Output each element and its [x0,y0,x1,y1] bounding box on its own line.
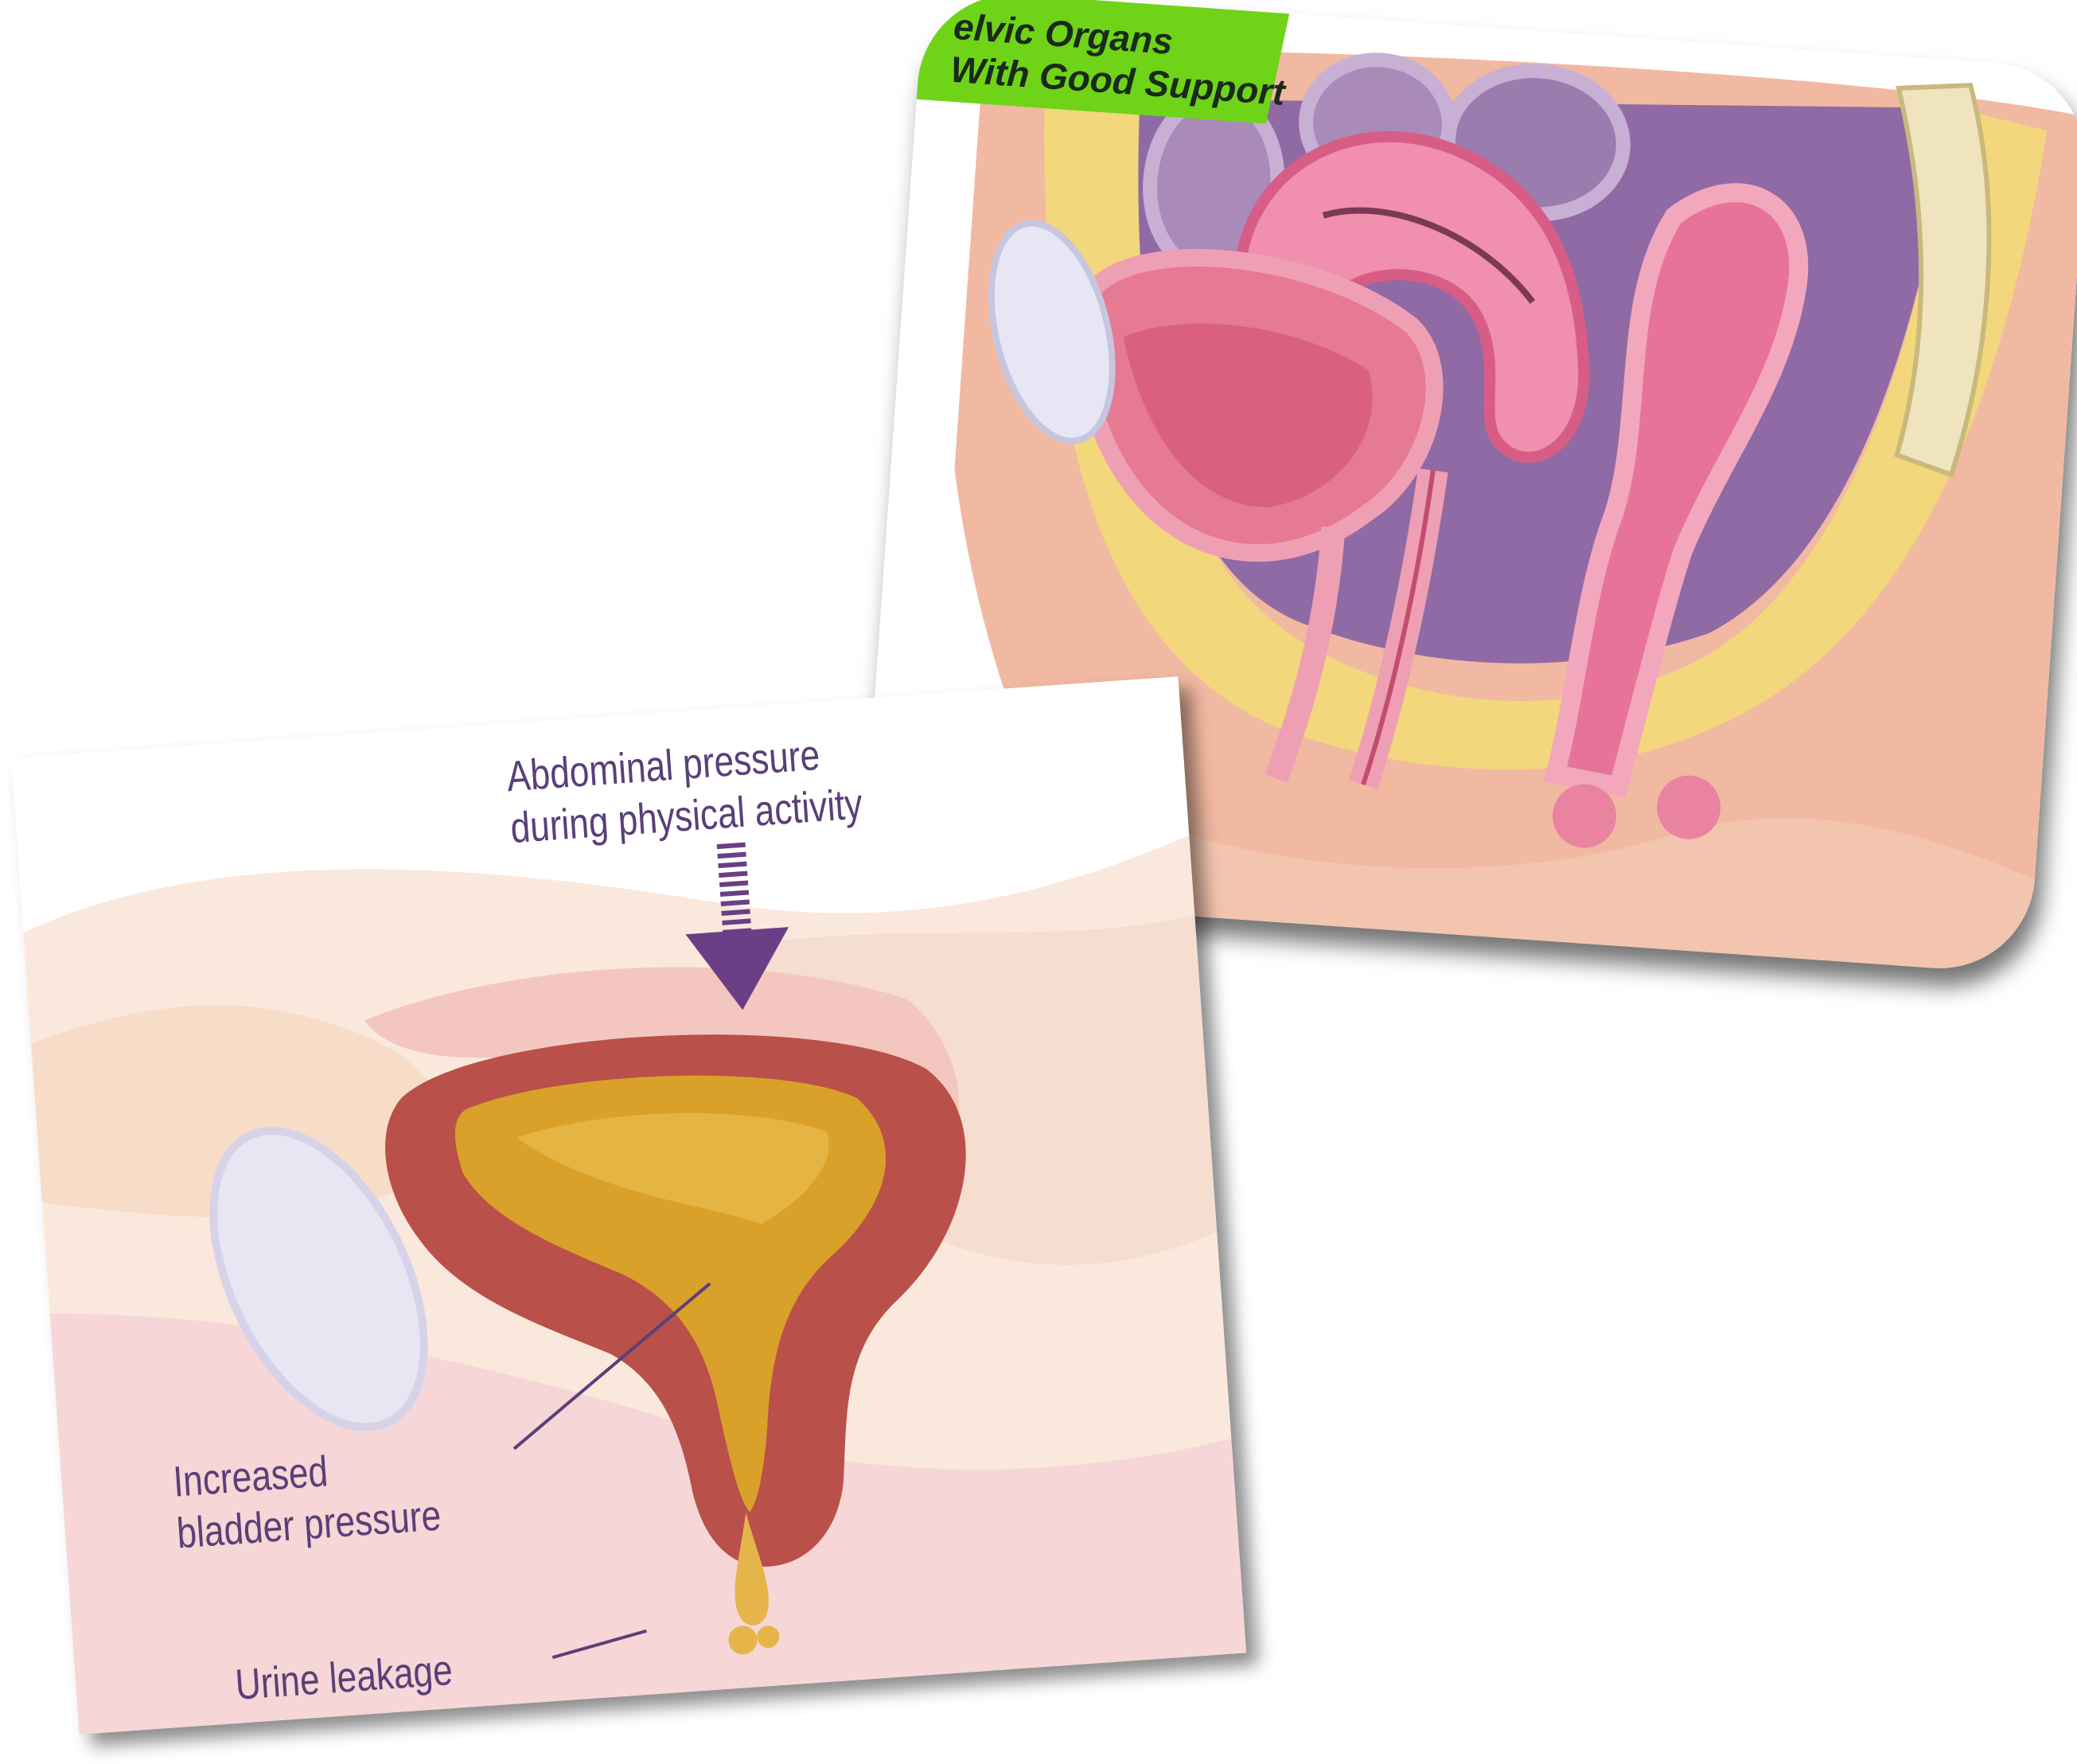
bladder-pressure-label-line1: Increased [172,1446,329,1507]
bladder-pressure-card: Abdominal pressure during physical activ… [11,676,1246,1735]
